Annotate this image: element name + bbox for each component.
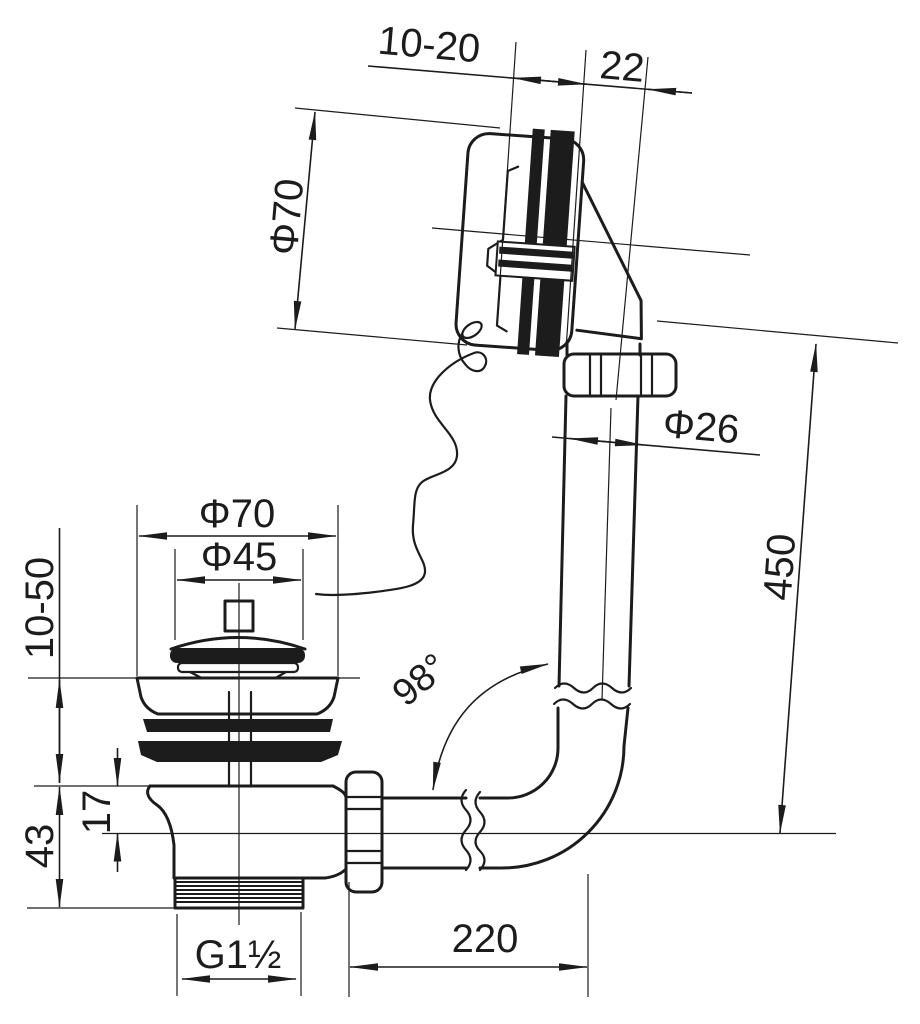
dim-label-overall-height: 450 (756, 532, 805, 602)
dim-label-outlet-offset: 17 (75, 790, 119, 835)
dim-elbow-angle: 98° (385, 646, 549, 791)
pipe-centerline (601, 407, 612, 701)
body-left-profile (146, 784, 176, 880)
dim-overall-height: 450 (756, 343, 818, 834)
dim-label-overflow-head-dia: Φ70 (262, 177, 312, 257)
overflow-head (454, 128, 643, 358)
waste-body (135, 583, 348, 925)
height-top-ext (656, 320, 899, 344)
head-faceplate (454, 132, 586, 352)
elbow-outer (478, 706, 630, 870)
outlet-nut (344, 770, 384, 894)
dim-label-head-gap: 10-20 (376, 19, 482, 72)
body-right-profile (331, 784, 348, 799)
dim-label-body-height: 43 (18, 824, 62, 869)
dim-label-thread-size: G1½ (195, 933, 282, 977)
cable-hook-ring (461, 320, 483, 340)
dim-label-waste-flange-dia: Φ70 (199, 492, 275, 536)
tub-wall-section-thick (534, 129, 575, 358)
tub-wall-section-thin (517, 128, 545, 355)
dim-body-height: 43 (18, 786, 64, 908)
rubber-washer-1 (143, 719, 333, 732)
dim-label-floor-thickness: 10-50 (18, 557, 62, 659)
dim-floor-thickness: 10-50 (18, 528, 64, 783)
plug-gasket (170, 648, 305, 663)
head-axis-line (431, 227, 751, 256)
screw-band-2 (498, 259, 573, 272)
rubber-washer-2 (138, 741, 342, 762)
elbow-inner (478, 706, 560, 800)
dim-head-gap: 10-20 22 (367, 19, 693, 401)
plug-cable (314, 332, 488, 597)
dim-outlet-offset: 17 (75, 748, 122, 872)
dim-label-head-width: 22 (598, 43, 646, 91)
dim-label-horizontal-reach: 220 (452, 917, 519, 961)
head-back-cone (575, 180, 643, 341)
hpipe-break-left (460, 788, 472, 872)
flange (135, 676, 340, 716)
dim-thread-size: G1½ (176, 912, 302, 996)
dim-label-elbow-angle: 98° (385, 646, 456, 715)
dim-plug-dia: Φ45 (174, 535, 304, 640)
body-right-lower (301, 867, 348, 880)
pipe-break-upper (553, 682, 633, 694)
plug-lip (176, 661, 300, 674)
screw-band-1 (499, 246, 574, 259)
plug-cap (169, 636, 307, 651)
dim-waste-flange-dia: Φ70 (136, 492, 339, 676)
dim-label-pipe-dia: Φ26 (661, 402, 741, 452)
dim-overflow-head-dia: Φ70 (262, 107, 501, 346)
pipe-break-lower (552, 698, 632, 710)
dim-horizontal-reach: 220 (348, 874, 589, 997)
dim-pipe-dia: Φ26 (551, 402, 761, 456)
dim-label-plug-dia: Φ45 (201, 535, 277, 579)
hpipe-break-right (474, 790, 486, 872)
overflow-pipe (478, 394, 640, 870)
horizontal-pipe (380, 788, 486, 872)
